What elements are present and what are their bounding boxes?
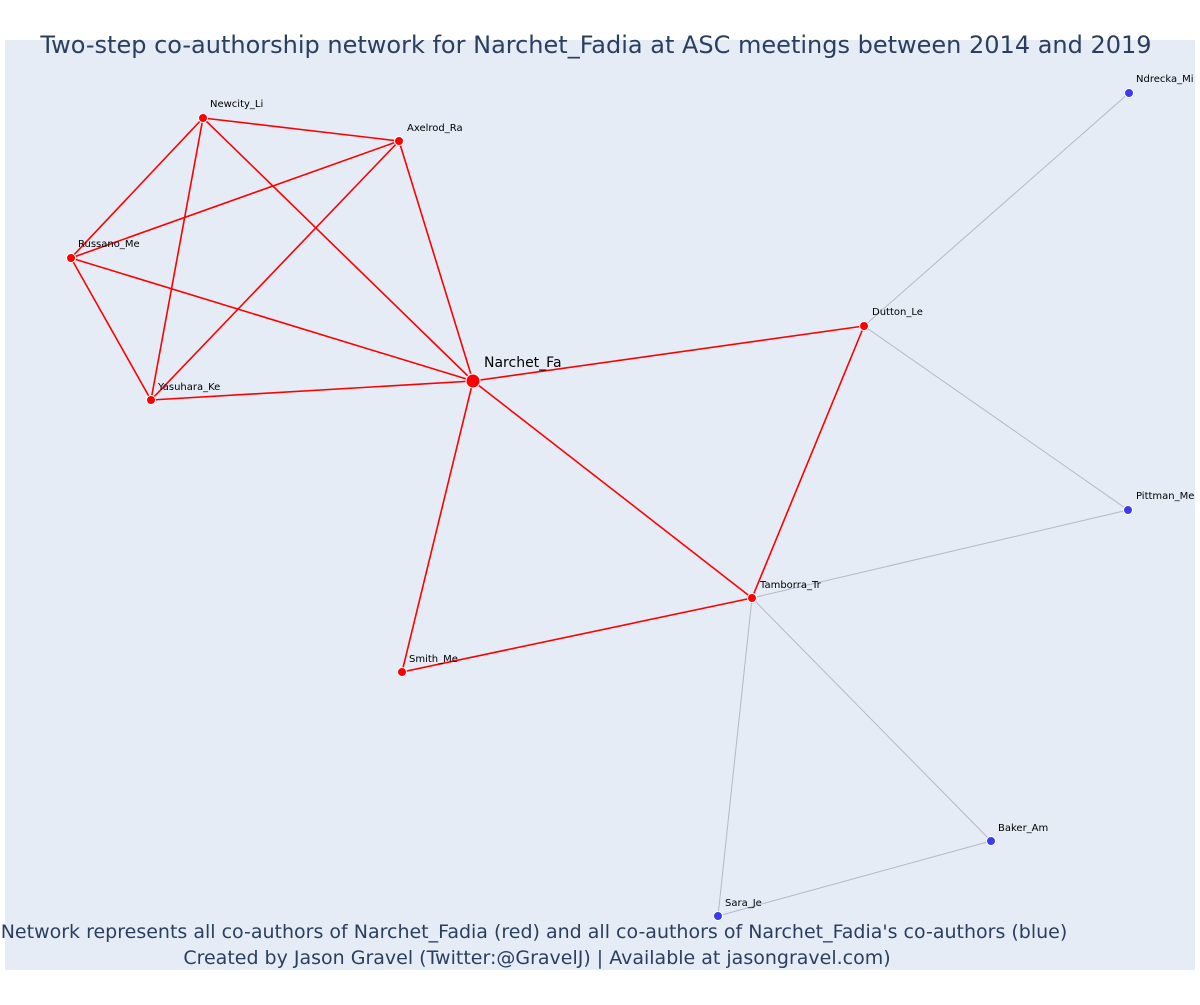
node-baker-am[interactable] [986,836,996,846]
caption-line-1: Network represents all co-authors of Nar… [1,921,1068,943]
edge-narchet-fa-smith-me [401,380,474,673]
node-dutton-le[interactable] [859,321,869,331]
node-russano-me[interactable] [66,253,76,263]
edge-newcity-li-russano-me [70,117,204,259]
edge-russano-me-yasuhara-ke [70,257,152,401]
edge-dutton-le-ndrecka-mi [863,92,1130,327]
edge-axelrod-ra-yasuhara-ke [150,140,400,401]
edge-tamborra-tr-sara-je [717,597,753,917]
edge-russano-me-narchet-fa [70,257,474,382]
edges-layer [70,92,1130,917]
edge-yasuhara-ke-narchet-fa [150,380,474,401]
edge-dutton-le-pittman-me [863,325,1129,511]
node-newcity-li[interactable] [198,113,208,123]
node-label-newcity-li: Newcity_Li [210,99,263,110]
nodes-layer [66,88,1134,921]
node-label-sara-je: Sara_Je [725,898,762,909]
edge-tamborra-tr-pittman-me [751,509,1129,599]
edge-tamborra-tr-baker-am [751,597,992,842]
edge-sara-je-baker-am [717,840,992,917]
node-pittman-me[interactable] [1123,505,1133,515]
edge-narchet-fa-tamborra-tr [472,380,753,599]
node-label-yasuhara-ke: Yasuhara_Ke [157,382,220,393]
caption-line-2: Created by Jason Gravel (Twitter:@Gravel… [183,947,890,969]
edge-narchet-fa-dutton-le [472,325,865,382]
edge-axelrod-ra-narchet-fa [398,140,474,382]
node-label-baker-am: Baker_Am [998,823,1048,834]
plot-background [5,40,1195,970]
figure-title: Two-step co-authorship network for Narch… [39,31,1151,59]
node-label-dutton-le: Dutton_Le [872,307,923,318]
node-label-smith-me: Smith_Me [409,654,458,665]
edge-tamborra-tr-smith-me [401,597,753,673]
node-ndrecka-mi[interactable] [1124,88,1134,98]
node-label-pittman-me: Pittman_Me [1136,491,1194,502]
node-label-tamborra-tr: Tamborra_Tr [759,580,822,591]
node-yasuhara-ke[interactable] [146,395,156,405]
labels-layer: Narchet_Fa Newcity_LiAxelrod_RaRussano_Me… [78,74,1194,909]
node-narchet-fa[interactable] [465,373,481,389]
edge-newcity-li-axelrod-ra [202,117,400,142]
node-label-narchet-fa: Narchet_Fa [484,355,562,371]
node-label-russano-me: Russano_Me [78,239,140,250]
edge-newcity-li-narchet-fa [202,117,474,382]
node-label-axelrod-ra: Axelrod_Ra [407,123,463,134]
node-axelrod-ra[interactable] [394,136,404,146]
node-label-ndrecka-mi: Ndrecka_Mi [1136,74,1194,85]
edge-dutton-le-tamborra-tr [751,325,865,599]
node-tamborra-tr[interactable] [747,593,757,603]
node-sara-je[interactable] [713,911,723,921]
edge-newcity-li-yasuhara-ke [150,117,204,401]
edge-axelrod-ra-russano-me [70,140,400,259]
node-smith-me[interactable] [397,667,407,677]
